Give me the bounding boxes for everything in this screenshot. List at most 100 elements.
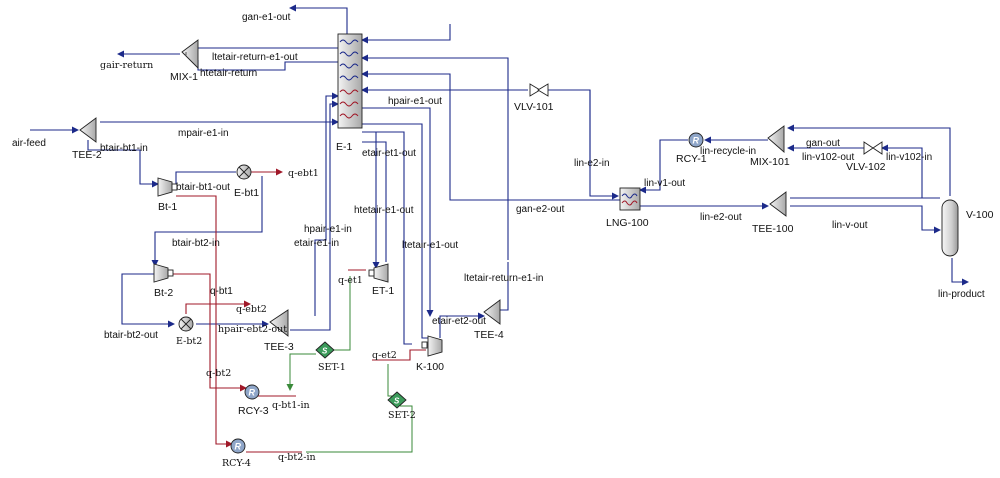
mix101-mixer[interactable] <box>767 125 785 153</box>
label-ebt1: E-bt1 <box>234 187 259 199</box>
stream-bt2-out-loop[interactable] <box>121 273 175 328</box>
label-rcy4: RCY-4 <box>222 458 251 469</box>
label-bt1: Bt-1 <box>158 201 177 213</box>
label-hpair-e1-in: hpair-e1-in <box>304 224 352 235</box>
label-q-et1: q-et1 <box>338 275 363 286</box>
lng100-exchanger[interactable] <box>619 187 641 211</box>
label-mix1: MIX-1 <box>170 71 198 83</box>
stream-gan-out[interactable] <box>787 124 951 196</box>
label-ltetair-e1-out: ltetair-e1-out <box>402 240 458 251</box>
label-vlv101: VLV-101 <box>514 101 554 113</box>
label-q-ebt1: q-ebt1 <box>288 168 319 179</box>
stream-btair-bt1-in[interactable] <box>87 140 159 188</box>
set1-adjust[interactable]: S <box>315 341 335 359</box>
stream-ltetair-return-e1-in-line[interactable] <box>361 54 509 260</box>
rcy4-recycle[interactable]: R <box>230 438 246 454</box>
stream-lin-e2-in[interactable] <box>589 90 619 200</box>
label-bt2: Bt-2 <box>154 287 173 299</box>
energy-q-et2[interactable] <box>372 349 426 361</box>
stream-k100-out[interactable] <box>362 131 412 345</box>
label-lin-e2-in: lin-e2-in <box>574 158 610 169</box>
material-streams <box>30 4 969 345</box>
bt1-expander[interactable] <box>157 177 178 197</box>
label-btair-bt2-in: btair-bt2-in <box>172 238 220 249</box>
label-rcy3: RCY-3 <box>238 405 269 417</box>
e1-heat-exchanger[interactable] <box>337 33 363 129</box>
tee4-splitter[interactable] <box>483 299 501 325</box>
vlv101-valve[interactable] <box>529 83 549 97</box>
logic-set2-rcy4[interactable] <box>306 405 413 453</box>
label-btair-bt1-out: btair-bt1-out <box>176 182 230 193</box>
stream-e1-cold-in[interactable] <box>548 89 591 168</box>
stream-hpair-e1-out[interactable] <box>362 107 434 317</box>
stream-etair-e1-in[interactable] <box>290 100 339 331</box>
energy-q-bt1[interactable] <box>166 273 247 392</box>
label-q-bt1: q-bt1 <box>210 286 233 297</box>
logic-set1-et1[interactable] <box>334 276 351 351</box>
label-lin-v102-out: lin-v102-out <box>802 152 854 163</box>
stream-gan-e1-out[interactable] <box>289 4 348 34</box>
label-btair-bt1-in: btair-bt1-in <box>100 143 148 154</box>
stream-btair-bt2-in[interactable] <box>151 176 263 267</box>
label-et1: ET-1 <box>372 285 394 297</box>
svg-text:R: R <box>249 388 256 398</box>
tee100-splitter[interactable] <box>769 191 787 217</box>
set2-adjust[interactable]: S <box>387 391 407 409</box>
energy-q-ebt2[interactable] <box>185 300 251 314</box>
mix1-mixer[interactable] <box>181 39 199 70</box>
tee3-splitter[interactable] <box>269 309 289 337</box>
stream-lin-v102-in[interactable] <box>881 144 923 198</box>
stream-hpair-e1-in[interactable] <box>314 92 339 316</box>
v100-vessel[interactable] <box>941 199 959 257</box>
label-etair-et2-out: etair-et2-out <box>432 316 486 327</box>
label-lin-v-out: lin-v-out <box>832 220 868 231</box>
label-set2: SET-2 <box>388 410 416 421</box>
stream-etair-et1-out[interactable] <box>362 141 387 262</box>
label-q-bt2-in: q-bt2-in <box>278 452 316 463</box>
label-htetair-return: htetair-return <box>200 68 257 79</box>
stream-lin-v1-out[interactable] <box>639 139 688 194</box>
label-lin-e2-out: lin-e2-out <box>700 212 742 223</box>
label-lin-recycle-in: lin-recycle-in <box>700 146 756 157</box>
bt2-expander[interactable] <box>153 263 174 283</box>
stream-tee4-out[interactable] <box>500 262 509 311</box>
stream-ltetair-e1-out[interactable] <box>362 123 430 339</box>
logic-set1-rcy3[interactable] <box>286 353 316 391</box>
label-gan-out: gan-out <box>806 138 840 149</box>
vlv102-valve[interactable] <box>863 141 883 155</box>
stream-gan-e2-out[interactable] <box>361 70 620 201</box>
energy-q-bt2[interactable] <box>215 300 233 448</box>
label-mix101: MIX-101 <box>750 156 790 168</box>
rcy1-recycle[interactable]: R <box>688 132 704 148</box>
label-hpair-ebt2-out: hpair-ebt2-out <box>218 324 287 335</box>
label-tee2: TEE-2 <box>72 149 102 161</box>
energy-bt1-q[interactable] <box>176 195 217 300</box>
ebt1-heater[interactable] <box>236 164 252 180</box>
label-rcy1: RCY-1 <box>676 153 707 165</box>
label-e1: E-1 <box>336 141 353 153</box>
label-q-et2: q-et2 <box>372 350 397 361</box>
tee2-splitter[interactable] <box>79 117 97 143</box>
stream-btair-bt1-out[interactable] <box>175 171 236 184</box>
label-mpair-e1-in: mpair-e1-in <box>178 128 229 139</box>
stream-labels: gan-e1-out gair-return ltetair-return-e1… <box>12 12 985 463</box>
label-q-ebt2: q-ebt2 <box>236 304 267 315</box>
label-etair-e1-in: etair-e1-in <box>294 238 339 249</box>
label-btair-bt2-out: btair-bt2-out <box>104 330 158 341</box>
rcy3-recycle[interactable]: R <box>244 384 260 400</box>
label-air-feed: air-feed <box>12 138 46 149</box>
ebt2-heater[interactable] <box>178 316 194 332</box>
k100-compressor[interactable] <box>421 335 443 357</box>
label-k100: K-100 <box>416 361 444 373</box>
et1-expander[interactable] <box>368 263 389 283</box>
label-ltetair-return-e1-out: ltetair-return-e1-out <box>212 52 298 63</box>
stream-lin-product[interactable] <box>951 258 969 286</box>
stream-e1-hot-in[interactable] <box>361 24 451 44</box>
svg-text:R: R <box>693 136 700 146</box>
stream-lin-v-out[interactable] <box>790 205 941 234</box>
logic-set2-k100[interactable] <box>387 364 396 397</box>
stream-etair-et2-out[interactable] <box>439 312 485 338</box>
equipment-labels: E-1 LNG-100 V-100 MIX-1 MIX-101 TEE-2 TE… <box>72 71 994 469</box>
svg-text:S: S <box>322 347 328 356</box>
energy-streams <box>166 168 426 453</box>
